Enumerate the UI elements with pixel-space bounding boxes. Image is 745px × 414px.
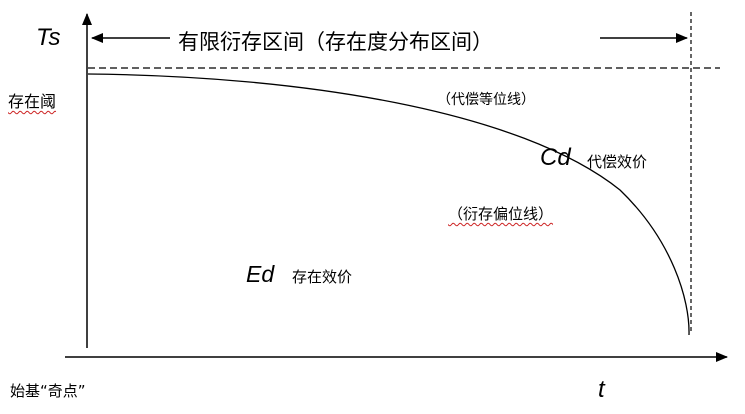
lower-region-symbol: Ed (246, 261, 275, 287)
curve-note: （衍存偏位线） (448, 205, 554, 223)
curve-label: 代偿效价 (587, 153, 648, 171)
curve-symbol: Cd (540, 144, 571, 171)
lower-region-label: 存在效价 (292, 268, 353, 286)
upper-region-note: （代偿等位线） (437, 92, 535, 108)
y-axis-label: Ts (36, 24, 61, 51)
interval-label: 有限衍存区间（存在度分布区间） (178, 30, 493, 54)
compensation-curve (87, 73, 690, 336)
x-axis-label: t (598, 376, 605, 403)
origin-label: 始基“奇点” (10, 382, 86, 400)
threshold-label: 存在阈 (8, 92, 57, 111)
